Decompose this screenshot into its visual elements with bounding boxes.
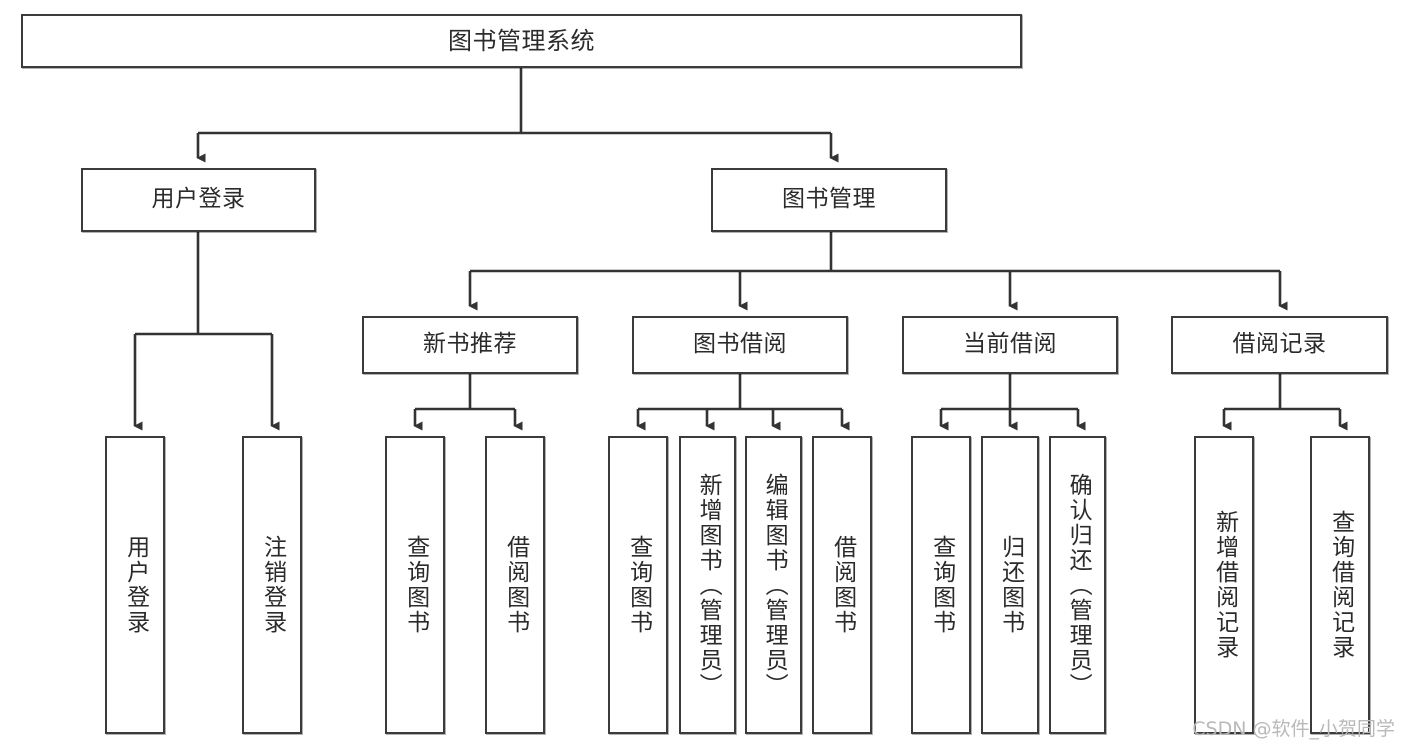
node-label: 图书管理系统 bbox=[448, 26, 595, 55]
node-label: 确认归还（管理员） bbox=[1065, 472, 1092, 698]
leaf-add-book-admin[interactable]: 新增图书（管理员） bbox=[679, 436, 736, 734]
node-label: 用户登录 bbox=[122, 535, 149, 635]
node-borrowing-records[interactable]: 借阅记录 bbox=[1171, 316, 1388, 374]
node-book-management[interactable]: 图书管理 bbox=[711, 168, 947, 232]
node-label: 当前借阅 bbox=[963, 331, 1057, 358]
node-label: 借阅记录 bbox=[1232, 331, 1327, 358]
node-new-book-recommendation[interactable]: 新书推荐 bbox=[362, 316, 578, 374]
node-label: 归还图书 bbox=[997, 535, 1024, 635]
leaf-query-books-borrowing[interactable]: 查询图书 bbox=[608, 436, 668, 734]
node-label: 新书推荐 bbox=[423, 331, 517, 358]
leaf-edit-book-admin[interactable]: 编辑图书（管理员） bbox=[745, 436, 802, 734]
node-label: 借阅图书 bbox=[829, 535, 856, 635]
leaf-confirm-return-admin[interactable]: 确认归还（管理员） bbox=[1049, 436, 1106, 734]
leaf-add-borrowing-record[interactable]: 新增借阅记录 bbox=[1194, 436, 1254, 734]
node-label: 图书管理 bbox=[782, 186, 876, 213]
node-label: 图书借阅 bbox=[693, 331, 787, 358]
node-label: 查询图书 bbox=[402, 535, 429, 635]
leaf-return-books[interactable]: 归还图书 bbox=[981, 436, 1039, 734]
leaf-logout[interactable]: 注销登录 bbox=[242, 436, 302, 734]
node-label: 注销登录 bbox=[259, 535, 286, 635]
leaf-query-borrowing-record[interactable]: 查询借阅记录 bbox=[1310, 436, 1370, 734]
node-label: 新增图书（管理员） bbox=[695, 472, 722, 698]
node-label: 查询图书 bbox=[625, 535, 652, 635]
node-user-login[interactable]: 用户登录 bbox=[81, 168, 316, 232]
leaf-query-books-current[interactable]: 查询图书 bbox=[911, 436, 971, 734]
leaf-borrow-books-borrowing[interactable]: 借阅图书 bbox=[812, 436, 872, 734]
node-book-borrowing[interactable]: 图书借阅 bbox=[632, 316, 848, 374]
node-root-book-management-system[interactable]: 图书管理系统 bbox=[21, 14, 1022, 68]
node-label: 查询图书 bbox=[928, 535, 955, 635]
node-label: 编辑图书（管理员） bbox=[761, 472, 788, 698]
leaf-user-login[interactable]: 用户登录 bbox=[105, 436, 165, 734]
node-label: 借阅图书 bbox=[502, 535, 529, 635]
leaf-query-books-recommendation[interactable]: 查询图书 bbox=[385, 436, 445, 734]
watermark-text: CSDN @软件_小贺同学 bbox=[1192, 718, 1395, 740]
node-label: 查询借阅记录 bbox=[1327, 510, 1354, 660]
node-current-borrowing[interactable]: 当前借阅 bbox=[902, 316, 1118, 374]
node-label: 新增借阅记录 bbox=[1211, 510, 1238, 660]
node-label: 用户登录 bbox=[151, 186, 246, 213]
leaf-borrow-books-recommendation[interactable]: 借阅图书 bbox=[485, 436, 545, 734]
